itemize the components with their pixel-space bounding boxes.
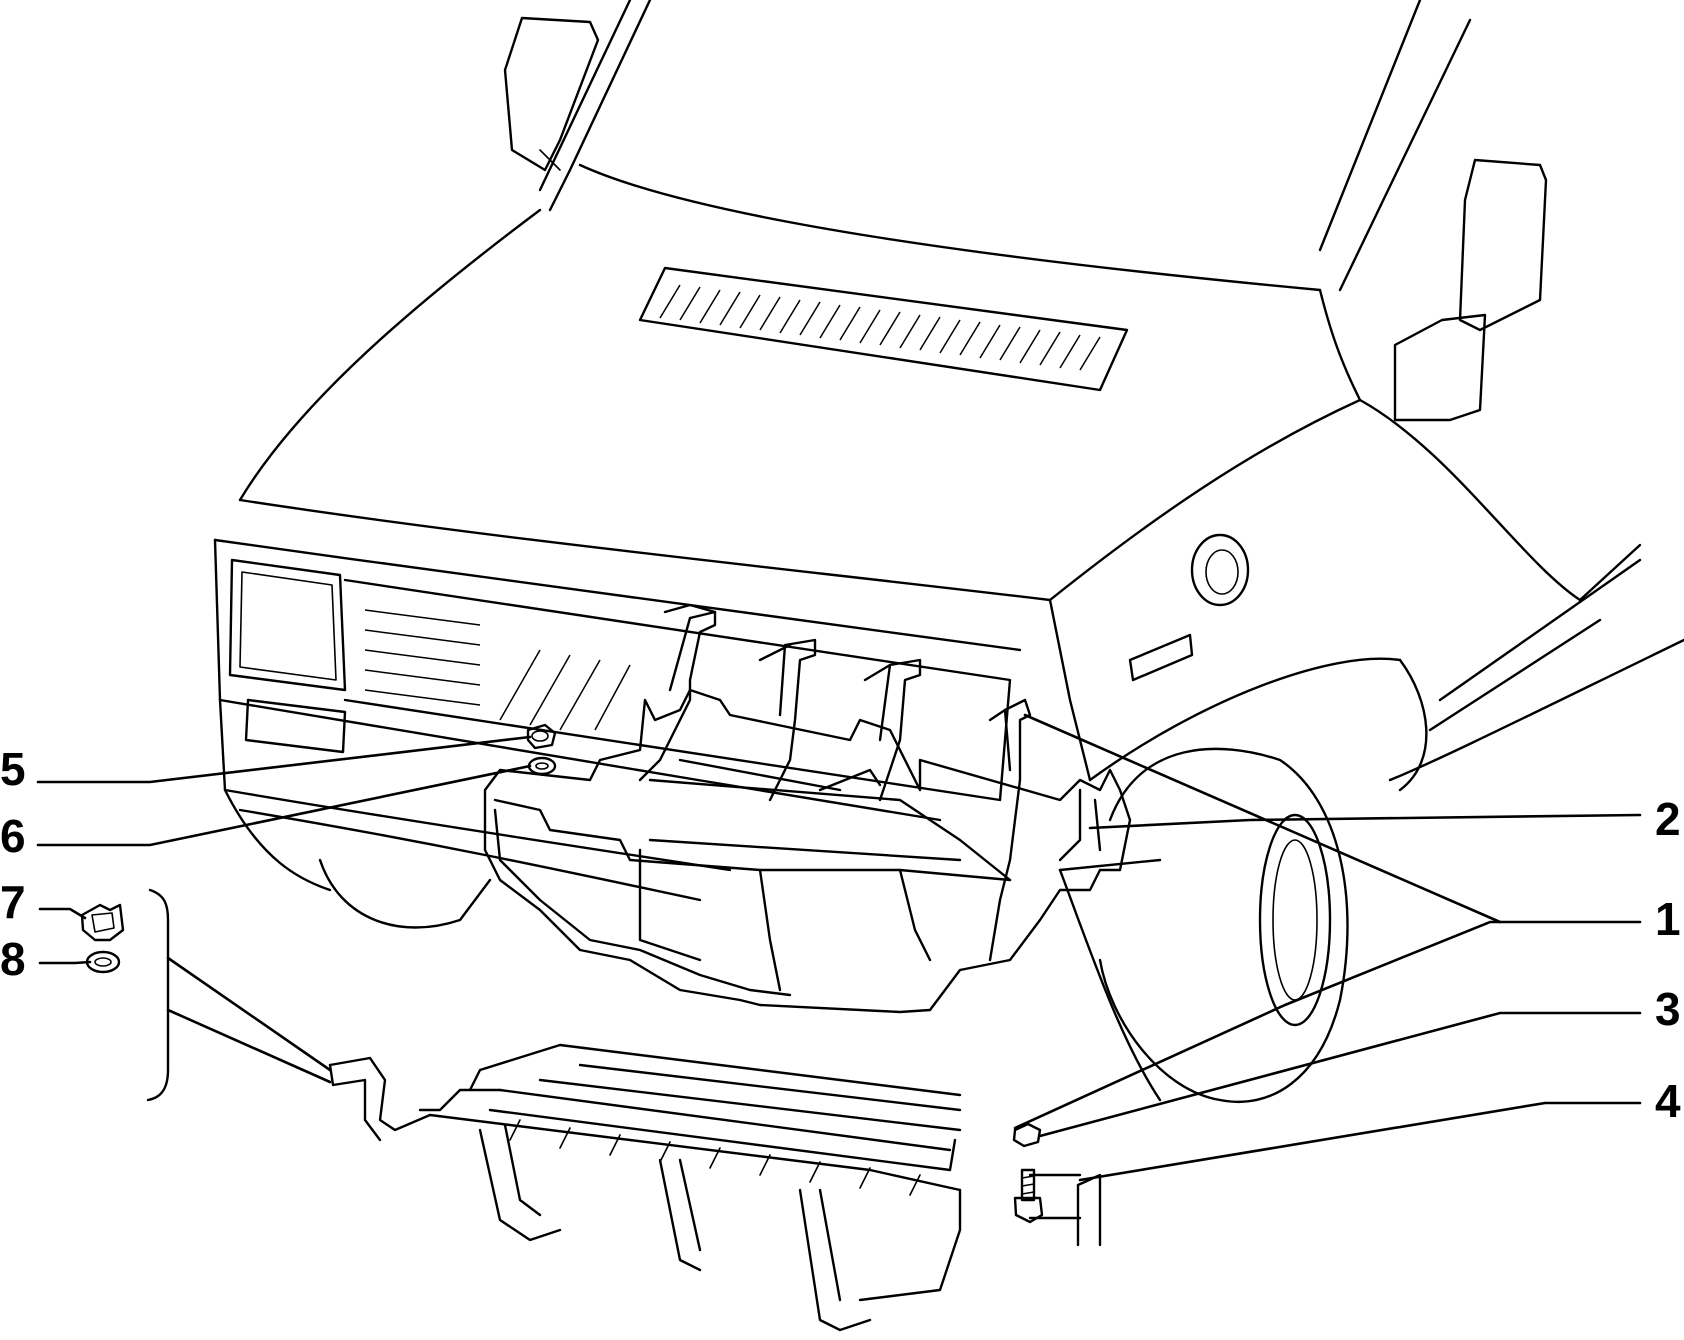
part-7-clip xyxy=(80,903,125,942)
callout-1: 1 xyxy=(1655,893,1681,945)
callout-2: 2 xyxy=(1655,793,1681,845)
callout-7: 7 xyxy=(0,876,26,928)
support-frame xyxy=(328,603,1032,1332)
leader-lines xyxy=(36,713,1642,1182)
callout-3: 3 xyxy=(1655,983,1681,1035)
vehicle-front-drawing xyxy=(213,0,1684,1104)
part-8-washer xyxy=(85,950,121,974)
leader-5 xyxy=(36,735,532,784)
leader-bracket-lower xyxy=(166,1008,332,1084)
part-4-bolt xyxy=(1013,1168,1102,1247)
leader-bracket-upper xyxy=(166,956,332,1072)
leader-6 xyxy=(36,764,532,847)
leader-3 xyxy=(1038,1011,1642,1138)
callout-6: 6 xyxy=(0,810,26,862)
leader-1b xyxy=(1023,713,1502,924)
leader-2 xyxy=(1088,813,1642,830)
callout-5: 5 xyxy=(0,743,26,795)
callout-8: 8 xyxy=(0,933,26,985)
group-bracket xyxy=(146,888,170,1102)
callout-4: 4 xyxy=(1655,1075,1681,1127)
leader-1 xyxy=(1013,920,1642,1130)
leader-7 xyxy=(38,907,87,920)
leader-8 xyxy=(38,960,92,965)
engine-shield xyxy=(483,688,1132,1014)
leader-4 xyxy=(1078,1101,1642,1182)
part-5-nut xyxy=(526,723,557,750)
callout-labels: 5 6 7 8 2 1 3 4 xyxy=(0,743,1681,1127)
part-3-nut xyxy=(1012,1122,1042,1148)
part-6-washer xyxy=(527,756,557,776)
